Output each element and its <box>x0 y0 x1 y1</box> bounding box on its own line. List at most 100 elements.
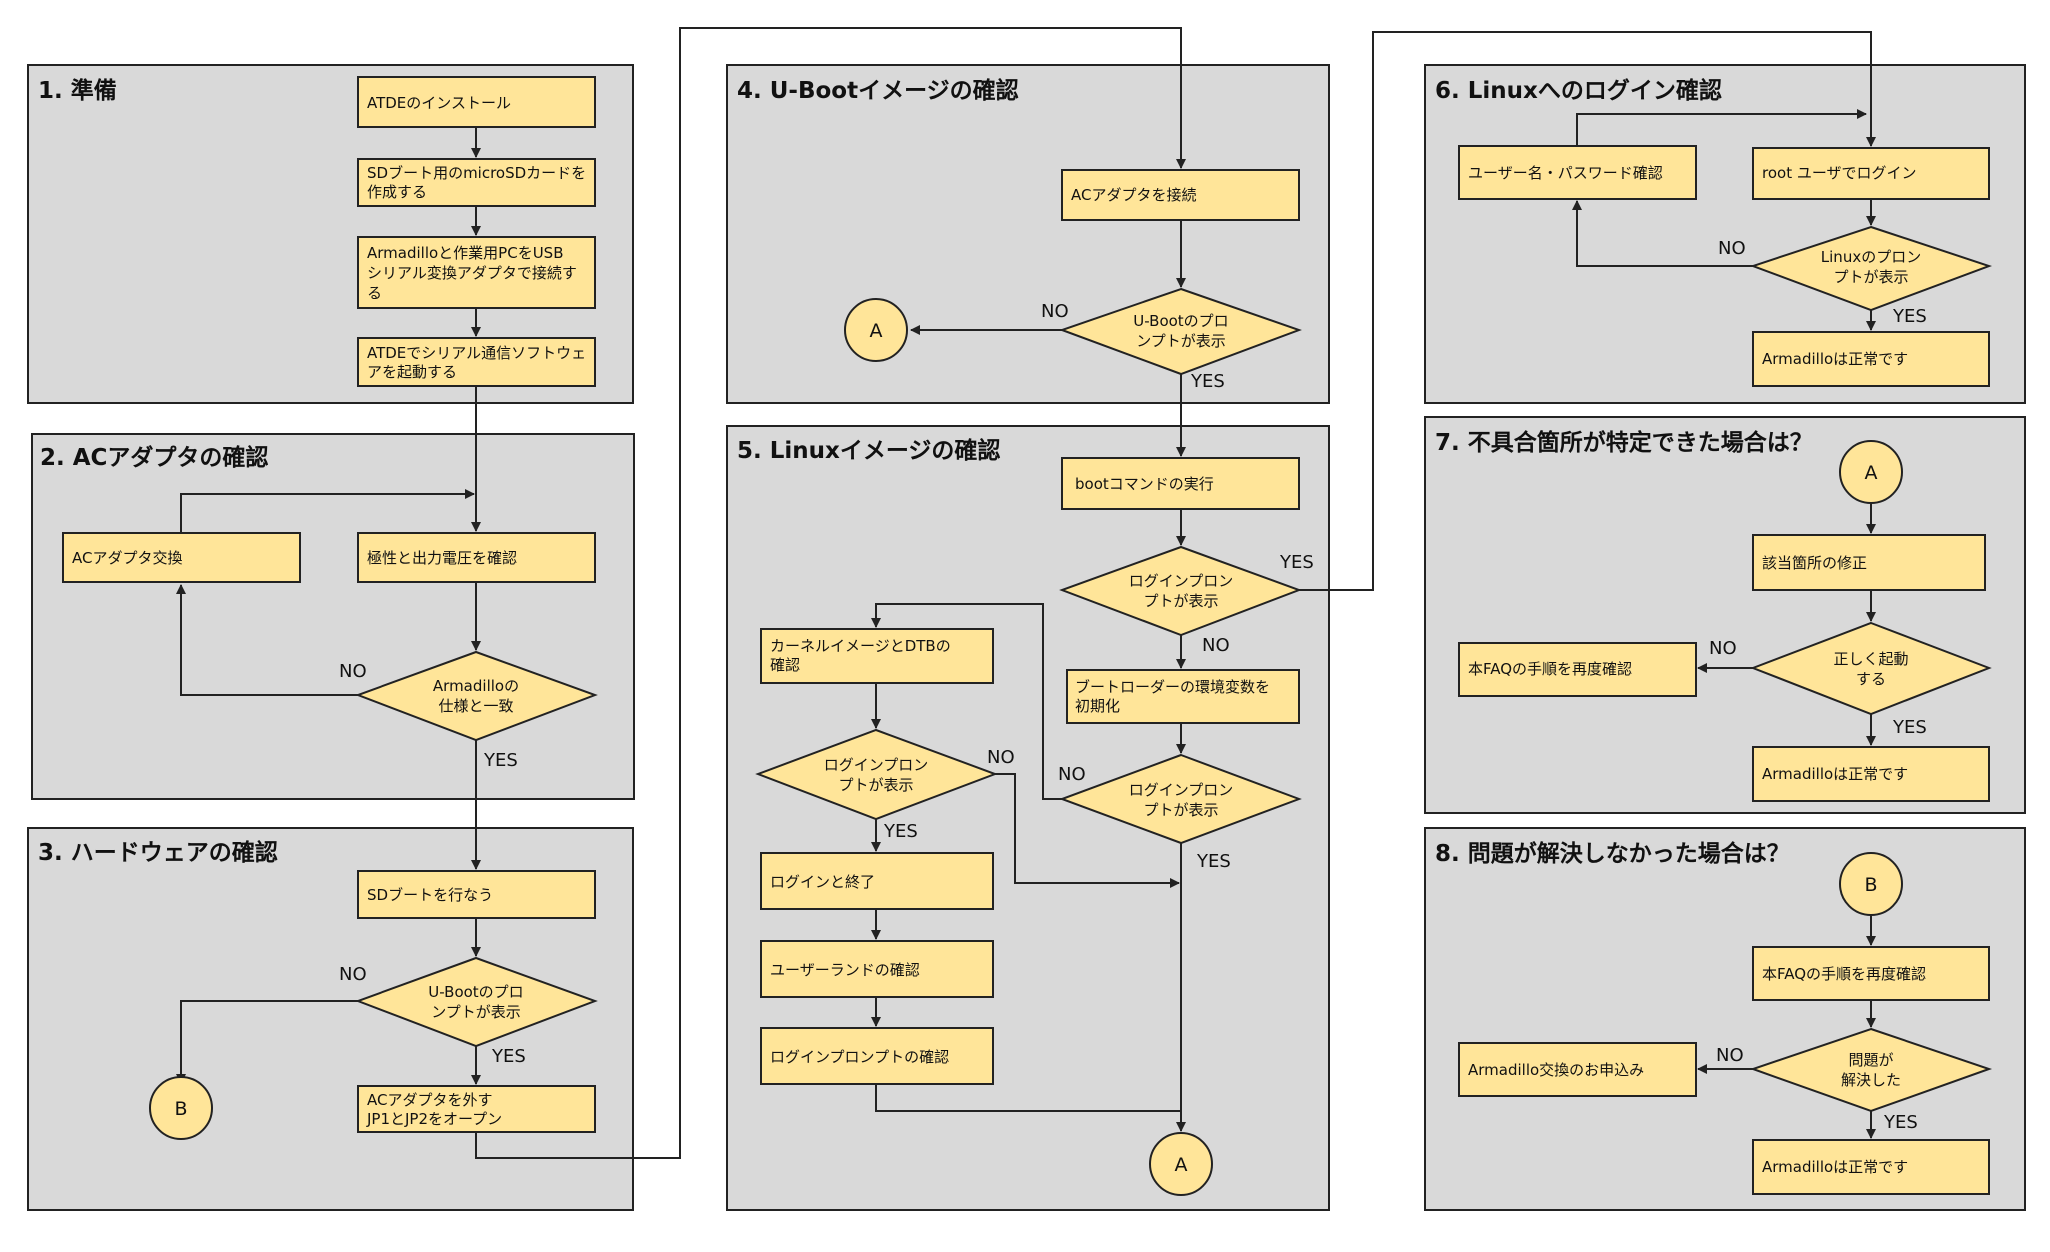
decision-label: ンプトが表示 <box>1136 332 1226 350</box>
no-label: NO <box>1716 1045 1744 1066</box>
yes-label: YES <box>491 1046 526 1067</box>
decision-label: する <box>1856 670 1886 688</box>
step-label: root ユーザでログイン <box>1762 164 1917 182</box>
step-connect-ac-adapter: ACアダプタを接続 <box>1061 169 1300 221</box>
decision-uboot-prompt-4: U-Bootのプロ ンプトが表示 <box>1059 287 1302 376</box>
step-replace-ac-adapter: ACアダプタ交換 <box>62 532 301 583</box>
panel-3-title: 3. ハードウェアの確認 <box>38 839 278 866</box>
decision-label: 正しく起動 <box>1833 650 1908 668</box>
step-label: アを起動する <box>367 363 457 381</box>
no-label: NO <box>1202 635 1230 656</box>
decision-label: プトが表示 <box>1143 592 1218 610</box>
step-label: Armadilloと作業用PCをUSB <box>367 244 563 262</box>
step-label: 極性と出力電圧を確認 <box>367 549 517 567</box>
step-label: 本FAQの手順を再度確認 <box>1762 965 1926 983</box>
step-label: Armadilloは正常です <box>1762 1158 1908 1176</box>
step-usb-serial-connect: Armadilloと作業用PCをUSB シリアル変換アダプタで接続す る <box>357 236 596 309</box>
decision-label: 解決した <box>1841 1071 1901 1089</box>
decision-label: Armadilloの <box>433 677 519 695</box>
step-label: ACアダプタを外す <box>367 1091 492 1109</box>
decision-login-prompt-c: ログインプロン プトが表示 <box>755 728 998 821</box>
step-label: る <box>367 284 382 302</box>
decision-label: ログインプロン <box>1129 572 1234 590</box>
yes-label: YES <box>1279 552 1314 573</box>
decision-label: プトが表示 <box>1143 801 1218 819</box>
decision-label: Linuxのプロン <box>1821 248 1921 266</box>
step-fix-faulty-part: 該当箇所の修正 <box>1752 534 1986 591</box>
step-label: カーネルイメージとDTBの <box>770 637 951 655</box>
yes-label: YES <box>883 821 918 842</box>
step-open-jp1-jp2: ACアダプタを外す JP1とJP2をオープン <box>357 1085 596 1133</box>
step-root-login: root ユーザでログイン <box>1752 147 1990 200</box>
step-run-boot-command: bootコマンドの実行 <box>1061 457 1300 510</box>
step-label: ユーザーランドの確認 <box>770 961 920 979</box>
panel-8-title: 8. 問題が解決しなかった場合は？ <box>1435 840 1790 867</box>
step-check-polarity-voltage: 極性と出力電圧を確認 <box>357 532 596 583</box>
step-recheck-faq-8: 本FAQの手順を再度確認 <box>1752 946 1990 1001</box>
decision-uboot-prompt-3: U-Bootのプロ ンプトが表示 <box>355 956 598 1048</box>
connector-b-panel-8: B <box>1839 852 1903 916</box>
step-label: ブートローダーの環境変数を <box>1075 678 1270 696</box>
connector-a-panel-4: A <box>844 298 908 362</box>
step-armadillo-ok-7: Armadilloは正常です <box>1752 746 1990 802</box>
step-login-and-exit: ログインと終了 <box>760 852 994 910</box>
step-label: Armadilloは正常です <box>1762 765 1908 783</box>
decision-label: U-Bootのプロ <box>1133 312 1228 330</box>
step-label: bootコマンドの実行 <box>1075 475 1214 493</box>
no-label: NO <box>1058 764 1086 785</box>
step-label: ATDEでシリアル通信ソフトウェ <box>367 344 586 362</box>
decision-label: 仕様と一致 <box>438 697 513 715</box>
decision-linux-prompt: Linuxのプロン プトが表示 <box>1749 225 1993 312</box>
step-label: シリアル変換アダプタで接続す <box>367 264 577 282</box>
step-label: Armadilloは正常です <box>1762 350 1908 368</box>
step-check-login-prompt: ログインプロンプトの確認 <box>760 1027 994 1085</box>
decision-problem-solved: 問題が 解決した <box>1749 1027 1993 1113</box>
no-label: NO <box>1718 238 1746 259</box>
step-recheck-faq-7: 本FAQの手順を再度確認 <box>1458 642 1697 697</box>
decision-label: プトが表示 <box>1833 268 1908 286</box>
step-check-username-password: ユーザー名・パスワード確認 <box>1458 145 1697 200</box>
connector-label: B <box>174 1098 187 1120</box>
step-start-serial-software: ATDEでシリアル通信ソフトウェ アを起動する <box>357 337 596 387</box>
decision-boot-ok: 正しく起動 する <box>1750 621 1992 716</box>
step-label: 作成する <box>367 183 427 201</box>
step-label: 確認 <box>770 656 800 674</box>
decision-spec-match: Armadilloの 仕様と一致 <box>355 650 598 742</box>
yes-label: YES <box>1196 851 1231 872</box>
step-label: 本FAQの手順を再度確認 <box>1468 660 1632 678</box>
yes-label: YES <box>1883 1112 1918 1133</box>
step-sd-boot: SDブートを行なう <box>357 870 596 919</box>
panel-5-title: 5. Linuxイメージの確認 <box>737 437 1000 464</box>
no-label: NO <box>1709 638 1737 659</box>
step-label: ログインプロンプトの確認 <box>770 1048 949 1066</box>
decision-label: U-Bootのプロ <box>428 983 523 1001</box>
panel-2-title: 2. ACアダプタの確認 <box>40 444 268 471</box>
decision-label: 問題が <box>1848 1051 1893 1069</box>
no-label: NO <box>339 661 367 682</box>
panel-2-ac-adapter: 2. ACアダプタの確認 <box>31 433 635 800</box>
decision-login-prompt-b: ログインプロン プトが表示 <box>1059 753 1302 845</box>
yes-label: YES <box>1892 306 1927 327</box>
step-check-kernel-dtb: カーネルイメージとDTBの 確認 <box>760 628 994 684</box>
step-label: ATDEのインストール <box>367 94 511 112</box>
yes-label: YES <box>1892 717 1927 738</box>
connector-a-panel-7: A <box>1839 440 1903 504</box>
step-init-bootloader-env: ブートローダーの環境変数を 初期化 <box>1066 669 1300 724</box>
edge-labels: NO YES NO YES NO YES YES NO NO YES NO YE… <box>339 238 1927 1133</box>
step-label: JP1とJP2をオープン <box>366 1110 502 1128</box>
step-label: ログインと終了 <box>770 873 875 891</box>
step-create-sd-card: SDブート用のmicroSDカードを 作成する <box>357 158 596 207</box>
edges <box>176 27 1876 1159</box>
step-label: 初期化 <box>1075 697 1120 715</box>
step-label: ユーザー名・パスワード確認 <box>1468 164 1663 182</box>
step-atde-install: ATDEのインストール <box>357 76 596 128</box>
step-label: 該当箇所の修正 <box>1762 554 1867 572</box>
step-label: ACアダプタを接続 <box>1071 186 1196 204</box>
connector-b-panel-3: B <box>149 1076 213 1140</box>
step-label: SDブート用のmicroSDカードを <box>367 164 586 182</box>
no-label: NO <box>987 747 1015 768</box>
step-label: Armadillo交換のお申込み <box>1468 1061 1644 1079</box>
connector-label: A <box>1865 462 1878 484</box>
panel-1-title: 1. 準備 <box>38 77 117 104</box>
